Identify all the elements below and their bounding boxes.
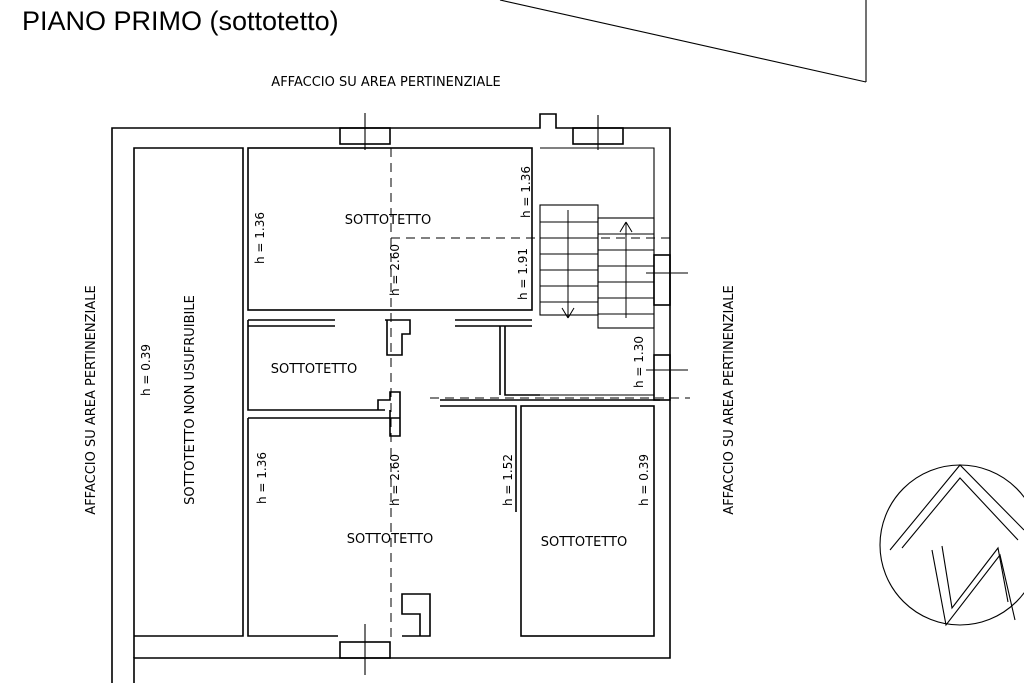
height-left-strip: h = 0.39 <box>139 344 153 396</box>
windows <box>339 113 688 675</box>
height-top-center: h = 2.60 <box>388 244 402 296</box>
height-right-mid: h = 1.30 <box>632 336 646 388</box>
roof-outline <box>499 0 867 83</box>
height-top-left: h = 1.36 <box>253 212 267 264</box>
facing-top-label: AFFACCIO SU AREA PERTINENZIALE <box>271 75 500 90</box>
height-bottom-center: h = 2.60 <box>388 454 402 506</box>
room-top-center: SOTTOTETTO <box>345 213 431 228</box>
facing-right-label: AFFACCIO SU AREA PERTINENZIALE <box>722 285 737 514</box>
room-middle-left: SOTTOTETTO <box>271 362 357 377</box>
height-stair-top: h = 1.36 <box>519 166 533 218</box>
ridge-lines <box>390 148 690 640</box>
room-non-usufruibile: SOTTOTETTO NON USUFRUIBILE <box>183 295 198 505</box>
room-bottom-center: SOTTOTETTO <box>347 532 433 547</box>
height-bottom-left: h = 1.36 <box>255 452 269 504</box>
compass-north-icon <box>879 464 1024 627</box>
outer-walls <box>111 113 671 683</box>
inner-walls <box>247 319 660 637</box>
height-stair-mid: h = 1.91 <box>516 248 530 300</box>
facing-left-label: AFFACCIO SU AREA PERTINENZIALE <box>84 285 99 514</box>
height-bottom-right: h = 0.39 <box>637 454 651 506</box>
staircase <box>539 204 655 329</box>
height-bottom-mid: h = 1.52 <box>501 454 515 506</box>
plan-title: PIANO PRIMO (sottotetto) <box>22 6 339 36</box>
room-bottom-right: SOTTOTETTO <box>541 535 627 550</box>
